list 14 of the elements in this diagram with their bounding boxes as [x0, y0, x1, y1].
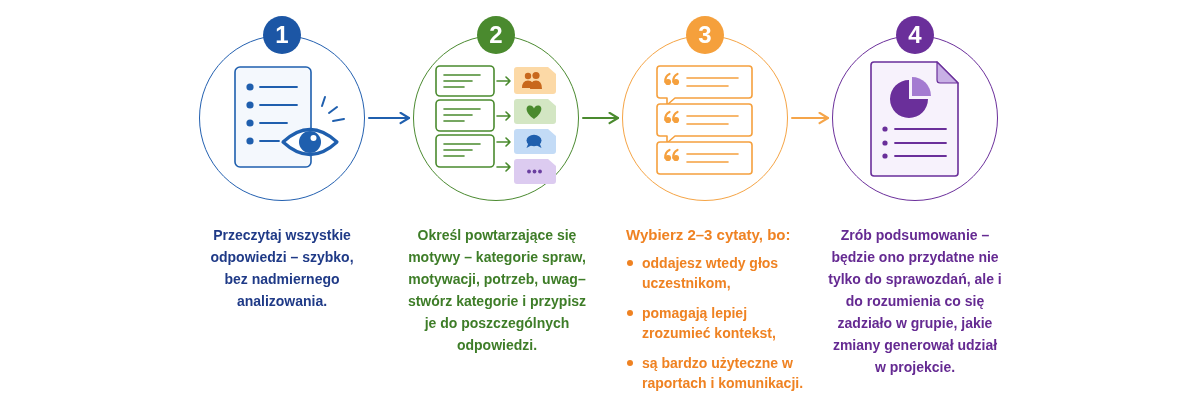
arrow: [791, 111, 830, 125]
step-number: 2: [477, 16, 515, 54]
step-description: Określ powtarzające się motywy – kategorie spraw, motywacji, potrzeb, uwag– stwórz kategorie i przypisz je do poszczególnych odpowiedzi.: [406, 226, 588, 355]
step-number: 4: [896, 16, 934, 54]
list-item-text: są bardzo użyteczne w raportach i komunikacji.: [642, 354, 805, 393]
step-description: Przeczytaj wszystkie odpowiedzi – szybko, bez nadmiernego analizowania.: [209, 226, 355, 311]
list-item-text: oddajesz wtedy głos uczestnikom,: [642, 254, 780, 293]
arrow: [582, 111, 620, 125]
arrow: [368, 111, 411, 125]
step-description: Zrób podsumowanie – będzie ono przydatne nie tylko do sprawozdań, ale i do rozumienia co się zadziało w grupie, jakie zmiany generował udział w projekcie.: [827, 226, 1003, 377]
list-heading: Wybierz 2–3 cytaty, bo:: [626, 225, 792, 245]
step-number: 1: [263, 16, 301, 54]
step-number: 3: [686, 16, 724, 54]
list-item-text: pomagają lepiej zrozumieć kontekst,: [642, 304, 777, 343]
